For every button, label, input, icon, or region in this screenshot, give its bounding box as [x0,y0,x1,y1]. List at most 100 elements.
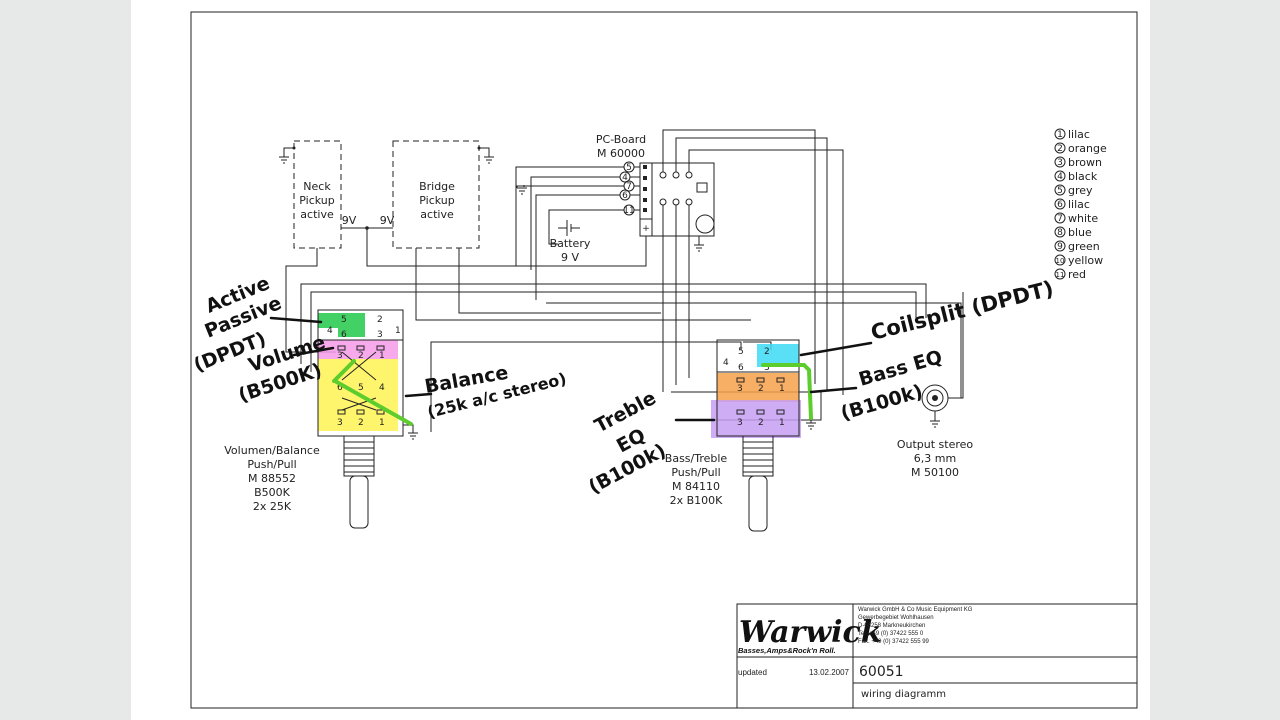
left-switch-pins: 5 2 4 1 6 3 [327,315,401,340]
svg-text:1: 1 [379,418,385,428]
svg-text:blue: blue [1068,226,1092,239]
svg-text:3: 3 [737,384,743,394]
svg-text:1: 1 [779,384,785,394]
svg-text:2: 2 [377,315,383,325]
svg-text:2: 2 [358,418,364,428]
svg-text:Push/Pull: Push/Pull [671,466,720,479]
bridge-pickup-line1: Bridge [419,180,455,193]
pc-board: PC-Board M 60000 + 5 4 7 6 11 [596,133,715,237]
svg-text:red: red [1068,268,1086,281]
svg-text:lilac: lilac [1068,198,1090,211]
note-bass-value: (B100k) [838,380,925,424]
svg-text:2: 2 [758,418,764,428]
svg-text:4: 4 [327,326,333,336]
battery-voltage: 9 V [561,251,579,264]
svg-text:lilac: lilac [1068,128,1090,141]
pot-right: 5 2 4 6 3 3 2 1 3 2 1 Bass/Treble Push/P… [665,339,816,532]
svg-text:1: 1 [379,351,385,361]
left-pot-caption: Volumen/Balance Push/Pull M 88552 B500K … [224,444,320,513]
svg-text:10: 10 [1056,257,1065,265]
sheet-frame [190,11,1138,709]
svg-text:M 84110: M 84110 [672,480,720,493]
warwick-tagline: Basses,Amps&Rock'n Roll. [738,646,836,655]
neck-pickup-line3: active [300,208,334,221]
right-switch-pins: 5 2 4 6 3 [723,347,770,373]
svg-text:8: 8 [1057,228,1063,238]
note-coilsplit: Coilsplit (DPDT) [868,276,1056,345]
svg-text:2: 2 [1057,144,1063,154]
svg-text:4: 4 [1057,172,1063,182]
updated-date: 13.02.2007 [809,668,850,677]
bridge-pickup-line2: Pickup [419,194,454,207]
highlight-cyan [757,344,799,367]
bridge-pickup-line3: active [420,208,454,221]
svg-text:M 88552: M 88552 [248,472,296,485]
svg-text:9: 9 [1057,242,1063,252]
svg-text:7: 7 [1057,214,1063,224]
svg-text:green: green [1068,240,1100,253]
svg-text:3: 3 [737,418,743,428]
highlight-purple [711,400,801,438]
svg-text:2: 2 [764,347,770,357]
drawing-sheet: Neck Pickup active Bridge Pickup active … [131,0,1150,720]
svg-text:4: 4 [723,358,729,368]
svg-text:M 50100: M 50100 [911,466,959,479]
svg-text:brown: brown [1068,156,1102,169]
svg-text:Push/Pull: Push/Pull [247,458,296,471]
right-pot-caption: Bass/Treble Push/Pull M 84110 2x B100K [665,452,728,507]
title-block: Warwick Basses,Amps&Rock'n Roll. Warwick… [736,603,1138,709]
svg-text:B500K: B500K [254,486,291,499]
highlight-wire-green [332,359,413,426]
svg-text:Fax. +49 (0) 37422 555 99: Fax. +49 (0) 37422 555 99 [858,639,930,645]
voltage-label-neck: 9V [342,214,357,227]
svg-text:grey: grey [1068,184,1093,197]
left-pot-pins: 3 2 1 6 5 4 3 2 1 [337,351,385,428]
drawing-title: wiring diagramm [861,689,946,700]
neck-pickup-line2: Pickup [299,194,334,207]
svg-text:6: 6 [738,363,744,373]
svg-text:7: 7 [626,182,632,192]
highlight-green [338,313,365,337]
svg-text:Tel. +49 (0) 37422 555 0: Tel. +49 (0) 37422 555 0 [858,631,924,637]
svg-text:Gewerbegebiet Wohlhausen: Gewerbegebiet Wohlhausen [858,615,934,621]
junction-dot [477,146,481,150]
svg-text:yellow: yellow [1068,254,1103,267]
svg-text:white: white [1068,212,1098,225]
svg-text:11: 11 [1056,271,1065,279]
svg-text:6: 6 [622,191,628,201]
svg-text:3: 3 [337,418,343,428]
neck-pickup: Neck Pickup active [293,140,342,249]
highlight-wire-green [761,363,813,420]
svg-text:4: 4 [379,383,385,393]
pot-left: 5 2 4 1 6 3 3 2 1 6 5 4 3 2 1 Volu [224,309,418,529]
svg-text:D-08258 Markneukirchen: D-08258 Markneukirchen [858,623,925,629]
highlight-green [318,313,338,328]
pcboard-title: PC-Board [596,133,646,146]
svg-text:5: 5 [1057,186,1063,196]
svg-text:4: 4 [622,173,628,183]
note-bass: Bass EQ [856,346,944,391]
svg-text:3: 3 [337,351,343,361]
svg-text:3: 3 [377,330,383,340]
svg-text:6,3 mm: 6,3 mm [914,452,956,465]
battery-label: Battery [550,237,591,250]
svg-text:2x B100K: 2x B100K [670,494,724,507]
svg-text:black: black [1068,170,1098,183]
svg-text:5: 5 [358,383,364,393]
svg-text:Bass/Treble: Bass/Treble [665,452,728,465]
drawing-number: 60051 [859,664,904,680]
svg-text:1: 1 [395,326,401,336]
wiring-diagram: Neck Pickup active Bridge Pickup active … [190,11,1138,709]
svg-text:5: 5 [738,347,744,357]
svg-text:Volumen/Balance: Volumen/Balance [224,444,320,457]
updated-label: updated [738,668,767,677]
junction-dot [292,146,296,150]
svg-text:2x 25K: 2x 25K [253,500,292,513]
svg-text:6: 6 [1057,200,1063,210]
junction-dot [365,226,369,230]
svg-text:11: 11 [623,206,634,216]
svg-text:5: 5 [341,315,347,325]
svg-text:2: 2 [758,384,764,394]
output-jack: Output stereo 6,3 mm M 50100 [897,292,973,479]
